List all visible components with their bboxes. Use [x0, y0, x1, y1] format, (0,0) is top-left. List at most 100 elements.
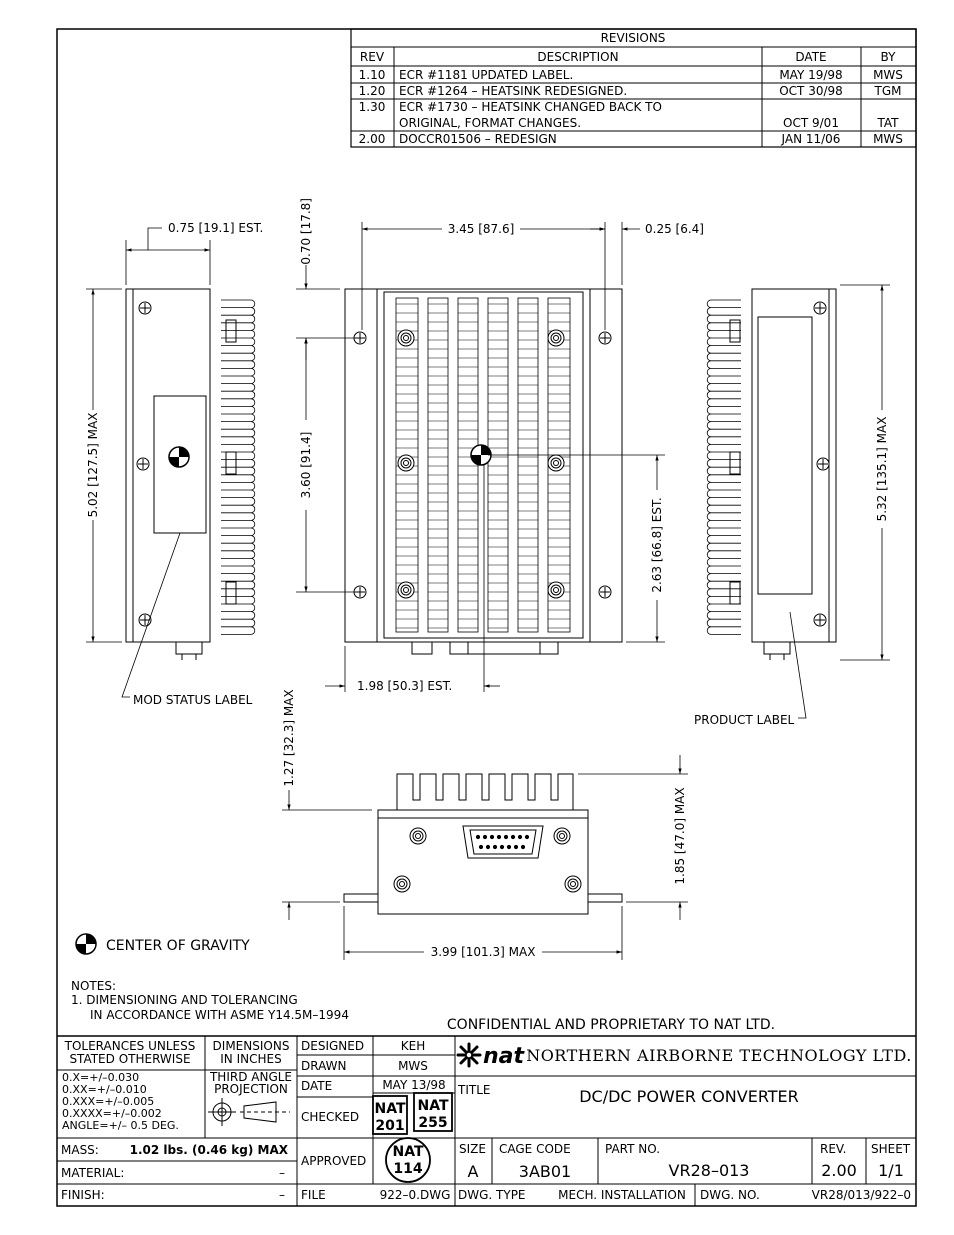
fin-column [487, 297, 509, 633]
cage-code-value: 3AB01 [519, 1162, 571, 1181]
heatsink-fins-left [221, 299, 256, 635]
dim-0-70: 0.70 [17.8] [299, 198, 313, 265]
company-name: NORTHERN AIRBORNE TECHNOLOGY LTD. [526, 1046, 912, 1065]
mounting-hole-icon [598, 585, 612, 599]
dim-1-85: 1.85 [47.0] MAX [673, 787, 687, 884]
rev-cell: 1.30 [359, 100, 386, 114]
mounting-hole-icon [138, 301, 152, 315]
projection-label-1: THIRD ANGLE [209, 1070, 292, 1084]
svg-text:NAT: NAT [417, 1098, 448, 1114]
desc-cell: DOCCR01506 – REDESIGN [399, 132, 557, 146]
mounting-hole-icon [598, 331, 612, 345]
connector-screw-icon [553, 827, 571, 845]
date-header: DATE [795, 50, 826, 64]
finish-label: FINISH: [61, 1188, 105, 1202]
third-angle-projection-icon [208, 1098, 290, 1126]
file-value: 922–0.DWG [380, 1188, 451, 1202]
date-cell: OCT 9/01 [783, 116, 839, 130]
approved-stamp-114: NAT 114 [385, 1137, 431, 1183]
heatsink-fins-right [706, 299, 741, 635]
dim-3-99: 3.99 [101.3] MAX [431, 945, 536, 959]
dwg-no-label: DWG. NO. [700, 1188, 760, 1202]
desc-cell: ECR #1264 – HEATSINK REDESIGNED. [399, 84, 627, 98]
dwg-type-value: MECH. INSTALLATION [558, 1188, 686, 1202]
mounting-hole-icon [136, 457, 150, 471]
dim-3-60: 3.60 [91.4] [299, 432, 313, 499]
front-view [343, 773, 623, 915]
dim-0-25: 0.25 [6.4] [645, 222, 704, 236]
drawing-title: DC/DC POWER CONVERTER [579, 1087, 799, 1106]
connector-pin [478, 844, 484, 850]
top-view [344, 288, 623, 655]
connector-pin [503, 834, 509, 840]
revisions-table: REVISIONS REV DESCRIPTION DATE BY 1.10 E… [350, 28, 917, 148]
center-of-gravity-icon [168, 446, 190, 468]
rev-header: REV [360, 50, 385, 64]
svg-text:201: 201 [375, 1118, 404, 1134]
rev-cell: 2.00 [359, 132, 386, 146]
connector-pin [489, 834, 495, 840]
connector-pin [513, 844, 519, 850]
mounting-hole-icon [353, 585, 367, 599]
part-no-value: VR28–013 [669, 1161, 750, 1180]
rev-value: 2.00 [821, 1161, 857, 1180]
company-logo-text: nat [483, 1044, 526, 1069]
finish-value: – [279, 1188, 285, 1202]
dsub-pins [475, 834, 530, 850]
nat-logo: nat [456, 1042, 526, 1069]
date-value: MAY 13/98 [382, 1078, 445, 1092]
mass-value: 1.02 lbs. (0.46 kg) MAX [130, 1143, 289, 1157]
dimensions-title-2: IN INCHES [220, 1052, 281, 1066]
right-side-view [706, 288, 837, 660]
tolerance-title-1: TOLERANCES UNLESS [64, 1039, 196, 1053]
desc-cell: ECR #1730 – HEATSINK CHANGED BACK TO [399, 100, 662, 114]
drawn-label: DRAWN [301, 1059, 347, 1073]
mounting-hole-icon [353, 331, 367, 345]
stud-icon [547, 581, 565, 599]
title-label: TITLE [457, 1083, 490, 1097]
dim-1-27: 1.27 [32.3] MAX [282, 689, 296, 786]
by-header: BY [881, 50, 897, 64]
cage-code-label: CAGE CODE [499, 1142, 571, 1156]
rev-cell: 1.10 [359, 68, 386, 82]
date-cell: JAN 11/06 [781, 132, 841, 146]
connector-pin [482, 834, 488, 840]
material-value: – [279, 1166, 285, 1180]
connector-pin [496, 834, 502, 840]
connector-pin [517, 834, 523, 840]
note-line-1: 1. DIMENSIONING AND TOLERANCING [71, 993, 298, 1007]
connector-pin [475, 834, 481, 840]
approved-label: APPROVED [301, 1154, 366, 1168]
dim-0-75: 0.75 [19.1] EST. [168, 221, 263, 235]
fin-column [395, 297, 419, 633]
connector-pin [510, 834, 516, 840]
confidential-note: CONFIDENTIAL AND PROPRIETARY TO NAT LTD. [447, 1017, 775, 1033]
sheet-label: SHEET [871, 1142, 911, 1156]
projection-label-2: PROJECTION [214, 1082, 288, 1096]
connector-screw-icon [409, 827, 427, 845]
svg-text:NAT: NAT [392, 1144, 423, 1160]
checked-label: CHECKED [301, 1110, 359, 1124]
size-value: A [468, 1162, 479, 1181]
by-cell: TGM [874, 84, 902, 98]
stud-icon [397, 454, 415, 472]
connector-pin [520, 844, 526, 850]
fin-column [427, 297, 449, 633]
dim-3-45: 3.45 [87.6] [448, 222, 515, 236]
left-side-view [125, 288, 256, 660]
svg-text:114: 114 [393, 1161, 422, 1177]
dimension-lines [86, 222, 890, 960]
dimensions-title-1: DIMENSIONS [213, 1039, 290, 1053]
date-cell: OCT 30/98 [779, 84, 843, 98]
dwg-type-label: DWG. TYPE [458, 1188, 526, 1202]
tolerance-title-2: STATED OTHERWISE [69, 1052, 190, 1066]
connector-pin [506, 844, 512, 850]
connector-pin [492, 844, 498, 850]
designed-value: KEH [401, 1039, 425, 1053]
desc-cell: ECR #1181 UPDATED LABEL. [399, 68, 573, 82]
mounting-hole-icon [813, 613, 827, 627]
stud-icon [397, 581, 415, 599]
svg-text:NAT: NAT [374, 1101, 405, 1117]
desc-cell-line2: ORIGINAL, FORMAT CHANGES. [399, 116, 581, 130]
